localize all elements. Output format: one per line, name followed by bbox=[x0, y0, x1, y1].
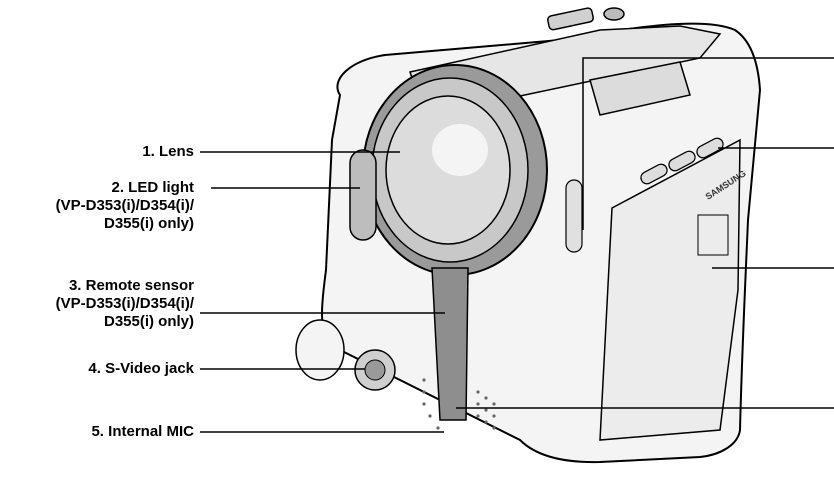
zoom-lever bbox=[547, 7, 594, 31]
jack-cover bbox=[295, 319, 345, 381]
side-button-2 bbox=[668, 150, 696, 172]
led-light bbox=[349, 149, 377, 241]
lens-side-slot bbox=[565, 179, 583, 253]
logo-plate bbox=[697, 214, 729, 256]
flash-window bbox=[589, 61, 691, 116]
side-button-3 bbox=[696, 137, 724, 159]
s-video-jack-inner bbox=[364, 359, 386, 381]
callout-remote-sensor: 3. Remote sensor (VP-D353(i)/D354(i)/ D3… bbox=[55, 277, 194, 330]
photo-button bbox=[603, 7, 625, 21]
remote-sensor-strip bbox=[431, 267, 469, 421]
leader-line-right-1 bbox=[582, 57, 834, 230]
callout-lens: 1. Lens bbox=[142, 143, 194, 160]
mic-grille bbox=[422, 378, 496, 430]
lens-highlight bbox=[432, 124, 488, 176]
callout-s-video-jack: 4. S-Video jack bbox=[88, 360, 194, 377]
side-button-1 bbox=[640, 163, 668, 185]
callout-internal-mic: 5. Internal MIC bbox=[91, 423, 194, 440]
callout-led-light: 2. LED light (VP-D353(i)/D354(i)/ D355(i… bbox=[55, 179, 194, 232]
